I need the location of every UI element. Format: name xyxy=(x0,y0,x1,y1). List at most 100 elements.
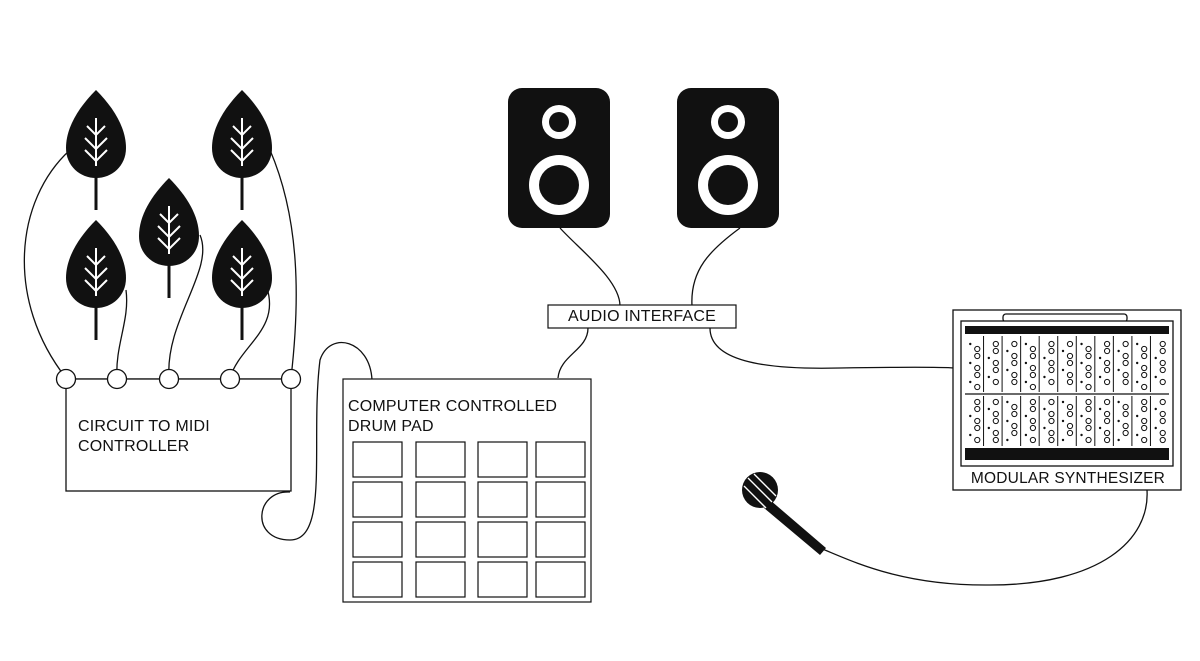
jack xyxy=(1135,380,1139,384)
knob xyxy=(992,378,999,386)
knob xyxy=(1103,340,1111,348)
knob xyxy=(1029,352,1037,360)
jack xyxy=(1024,361,1028,365)
jack xyxy=(1135,361,1139,365)
knob xyxy=(1085,371,1092,379)
jack xyxy=(1024,414,1028,418)
jack xyxy=(987,407,991,411)
knob xyxy=(1141,405,1148,413)
speaker-icon xyxy=(677,88,779,228)
knob xyxy=(1159,410,1166,418)
knob xyxy=(1066,340,1074,348)
knob xyxy=(1159,436,1166,444)
knob xyxy=(1029,417,1037,425)
leaf-icon xyxy=(212,218,272,342)
jack xyxy=(1135,342,1139,346)
knob xyxy=(1066,410,1074,418)
knob xyxy=(1011,359,1018,367)
knob xyxy=(1029,383,1037,391)
modular-synthesizer-icon xyxy=(952,309,1182,491)
knob xyxy=(1159,378,1166,386)
jack xyxy=(969,414,972,418)
circuit-controller-label: CIRCUIT TO MIDI CONTROLLER xyxy=(78,418,210,455)
knob xyxy=(1011,371,1018,379)
knob xyxy=(974,436,981,444)
knob xyxy=(1011,429,1018,437)
jack xyxy=(969,380,972,384)
jack xyxy=(1117,400,1120,404)
knob xyxy=(1159,429,1166,437)
knob xyxy=(1103,366,1111,374)
knob xyxy=(1141,417,1148,425)
knob xyxy=(1159,340,1166,348)
knob xyxy=(1048,340,1055,348)
knob xyxy=(992,410,999,418)
knob xyxy=(1029,345,1037,353)
input-node xyxy=(280,368,302,390)
knob xyxy=(1103,347,1111,355)
knob xyxy=(1103,378,1111,386)
knob xyxy=(1141,345,1148,353)
jack xyxy=(1117,419,1120,423)
knob xyxy=(974,345,981,353)
jack xyxy=(1061,349,1065,353)
knob xyxy=(1011,378,1018,386)
knob xyxy=(1085,405,1092,413)
jack xyxy=(1061,419,1065,423)
knob xyxy=(992,436,999,444)
knob xyxy=(974,371,981,379)
knob xyxy=(992,347,999,355)
knob xyxy=(1122,352,1129,360)
knob xyxy=(1141,436,1148,444)
knob xyxy=(992,398,999,406)
leaf-wires xyxy=(23,149,1148,586)
knob xyxy=(974,398,981,406)
circuit-controller xyxy=(55,368,302,492)
jack xyxy=(1024,342,1028,346)
knob xyxy=(1011,403,1018,411)
knob xyxy=(1011,422,1018,430)
knob xyxy=(1048,359,1055,367)
jack xyxy=(987,356,991,360)
knob xyxy=(1103,436,1111,444)
knob xyxy=(1011,410,1018,418)
knob xyxy=(1103,429,1111,437)
jack xyxy=(1006,400,1009,404)
input-node xyxy=(219,368,241,390)
knob xyxy=(1085,417,1092,425)
knob xyxy=(1141,398,1148,406)
jack xyxy=(1117,368,1120,372)
knob xyxy=(1159,417,1166,425)
jack xyxy=(1098,375,1102,379)
knob xyxy=(974,352,981,360)
drum-pad-label: COMPUTER CONTROLLED DRUM PAD xyxy=(348,398,558,435)
knob xyxy=(1066,352,1074,360)
knob xyxy=(1122,429,1129,437)
knob xyxy=(1048,429,1055,437)
audio-interface-box xyxy=(547,304,737,329)
drum-pad xyxy=(342,378,592,603)
knob xyxy=(974,405,981,413)
knob xyxy=(992,359,999,367)
knob xyxy=(1066,359,1074,367)
knob xyxy=(1159,359,1166,367)
leaf-icon xyxy=(139,176,199,300)
knob xyxy=(1159,366,1166,374)
jack xyxy=(1098,407,1102,411)
knob xyxy=(1122,359,1129,367)
knob xyxy=(1122,422,1129,430)
jack xyxy=(987,426,991,430)
knob xyxy=(1029,364,1037,372)
knob xyxy=(1122,378,1129,386)
jack xyxy=(1080,361,1083,365)
jack xyxy=(1006,368,1009,372)
knob xyxy=(992,417,999,425)
jack xyxy=(1154,375,1157,379)
knob xyxy=(1159,347,1166,355)
jack xyxy=(1043,426,1046,430)
jack xyxy=(1135,414,1139,418)
knob xyxy=(1048,436,1055,444)
jack xyxy=(1098,426,1102,430)
knob xyxy=(1085,383,1092,391)
knob xyxy=(1029,405,1037,413)
